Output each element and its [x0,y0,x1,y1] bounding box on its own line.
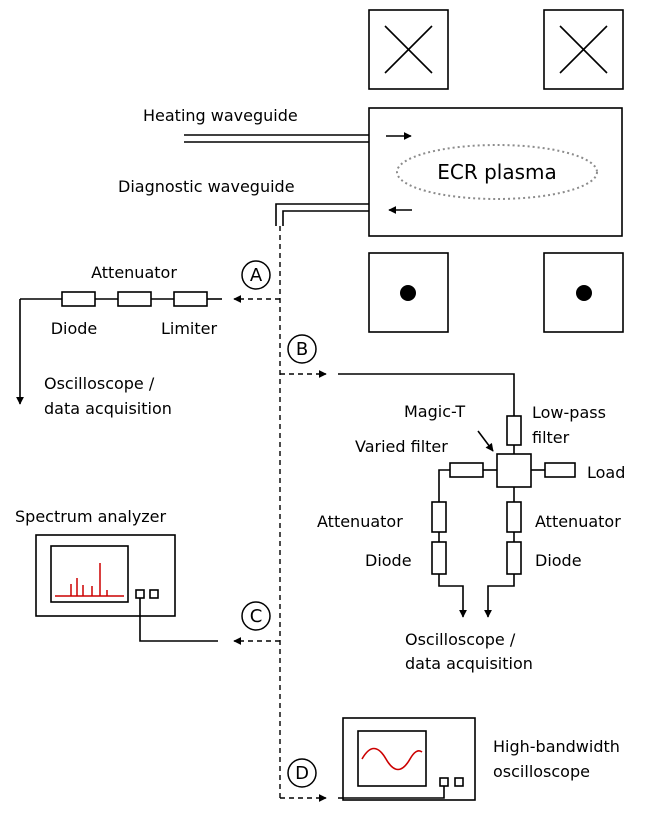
coil-bottom-right [543,252,624,333]
diagnostic-waveguide-label: Diagnostic waveguide [118,177,295,196]
knob [454,777,464,787]
sine-wave-icon [361,747,423,771]
knob [439,777,449,787]
arrow-down-icon [484,574,515,618]
svg-text:A: A [250,265,263,286]
arrow-pointer-icon [477,430,494,452]
data-acquisition-label: data acquisition [405,654,533,673]
path-b: B Magic-T Low-pass filter Varied filter … [280,334,625,673]
coil-top-right [543,9,624,90]
knob [135,589,145,599]
load-component [544,462,576,478]
oscilloscope-label: Oscilloscope / [405,630,516,649]
load-label: Load [587,463,625,482]
limiter-component [173,291,208,307]
knob [149,589,159,599]
low-pass-label: Low-pass [532,403,606,422]
spectrum-screen [50,545,129,603]
attenuator-left-label: Attenuator [317,512,403,531]
dot-icon [400,285,416,301]
attenuator-label: Attenuator [91,263,177,282]
plasma-chamber [368,107,623,237]
limiter-label: Limiter [161,319,218,338]
varied-filter [449,462,484,478]
svg-text:D: D [295,763,309,784]
spectrum-analyzer-label: Spectrum analyzer [15,507,167,526]
varied-filter-label: Varied filter [355,437,448,456]
low-pass-filter [506,415,522,446]
high-bandwidth-label: High-bandwidth [493,737,620,756]
diode-left-label: Diode [365,551,412,570]
path-c-marker [241,601,271,631]
spectrum-trace-icon [55,563,124,597]
path-b-marker [287,334,317,364]
magic-t [496,453,532,488]
magic-t-label: Magic-T [404,402,465,421]
diode-right-label: Diode [535,551,582,570]
oscilloscope-label: oscilloscope [493,762,590,781]
diode-right [506,541,522,575]
path-d: High-bandwidth oscilloscope D [280,717,620,802]
diode-label: Diode [51,319,98,338]
diagnostic-waveguide [275,203,369,226]
path-a-marker [241,260,271,290]
scope-screen [357,730,427,787]
svg-text:B: B [296,339,308,360]
plasma-ellipse [396,144,598,200]
path-d-marker [287,758,317,788]
attenuator-left [431,501,447,533]
oscilloscope-label: Oscilloscope / [44,374,155,393]
coil-top-left [368,9,449,90]
dot-icon [576,285,592,301]
path-c: Spectrum analyzer C [15,507,280,645]
diode-left [431,541,447,575]
filter-label: filter [532,428,570,447]
attenuator-component [117,291,152,307]
data-acquisition-label: data acquisition [44,399,172,418]
arrow-down-icon [438,574,467,618]
diode-component [61,291,96,307]
attenuator-right-label: Attenuator [535,512,621,531]
coil-bottom-left [368,252,449,333]
ecr-plasma-label: ECR plasma [437,160,557,184]
attenuator-right [506,501,522,533]
svg-text:C: C [250,606,263,627]
heating-waveguide-label: Heating waveguide [143,106,298,125]
path-a: A Attenuator Diode Limiter Oscilloscope … [16,260,280,418]
